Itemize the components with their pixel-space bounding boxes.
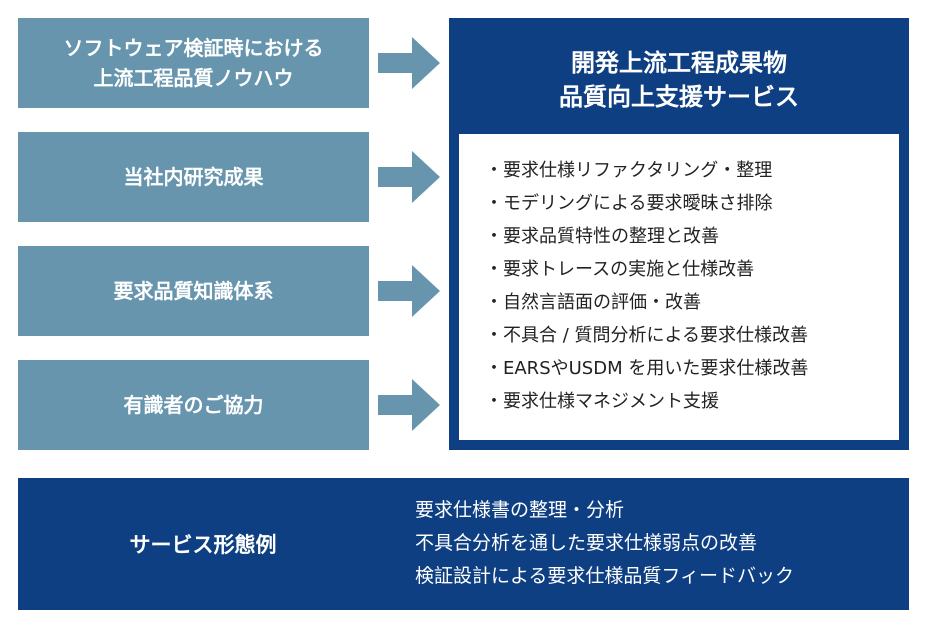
service-item: 要求品質特性の整理と改善 [485, 220, 899, 253]
service-example-label: サービス形態例 [129, 533, 277, 557]
service-item: 自然言語面の評価・改善 [485, 286, 899, 319]
service-example-item: 要求仕様書の整理・分析 [415, 499, 625, 521]
service-item: EARSやUSDM を用いた要求仕様改善 [485, 352, 899, 385]
service-item-list: 要求仕様リファクタリング・整理 モデリングによる要求曖昧さ排除 要求品質特性の整… [459, 134, 899, 440]
service-example-list: 要求仕様書の整理・分析 不具合分析を通した要求仕様弱点の改善 検証設計による要求… [415, 494, 794, 593]
service-example-item: 検証設計による要求仕様品質フィードバック [415, 565, 795, 587]
service-title-line: 開発上流工程成果物 [571, 49, 787, 77]
arrow-right-icon [378, 37, 440, 89]
input-label-line: ソフトウェア検証時における [63, 36, 324, 60]
service-item: 要求トレースの実施と仕様改善 [485, 253, 899, 286]
service-item: 要求仕様マネジメント支援 [485, 385, 899, 418]
service-item: モデリングによる要求曖昧さ排除 [485, 187, 899, 220]
service-example-item: 不具合分析を通した要求仕様弱点の改善 [415, 532, 758, 554]
input-box-upstream-knowhow: ソフトウェア検証時における 上流工程品質ノウハウ [18, 18, 369, 108]
arrow-right-icon [378, 151, 440, 203]
input-box-requirements-knowledge: 要求品質知識体系 [18, 246, 369, 336]
arrow-right-icon [378, 379, 440, 431]
service-panel: 開発上流工程成果物 品質向上支援サービス 要求仕様リファクタリング・整理 モデリ… [449, 18, 909, 450]
arrow-right-icon [378, 265, 440, 317]
service-title-line: 品質向上支援サービス [559, 83, 799, 111]
input-box-expert-cooperation: 有識者のご協力 [18, 360, 369, 450]
input-label: 有識者のご協力 [123, 393, 264, 417]
service-item: 不具合 / 質問分析による要求仕様改善 [485, 319, 899, 352]
input-label: 要求品質知識体系 [113, 279, 274, 303]
input-label-line: 上流工程品質ノウハウ [93, 66, 294, 90]
input-box-research-results: 当社内研究成果 [18, 132, 369, 222]
service-title: 開発上流工程成果物 品質向上支援サービス [449, 46, 909, 114]
input-label: 当社内研究成果 [123, 165, 264, 189]
service-item: 要求仕様リファクタリング・整理 [485, 154, 899, 187]
service-example-panel: サービス形態例 要求仕様書の整理・分析 不具合分析を通した要求仕様弱点の改善 検… [18, 478, 909, 610]
